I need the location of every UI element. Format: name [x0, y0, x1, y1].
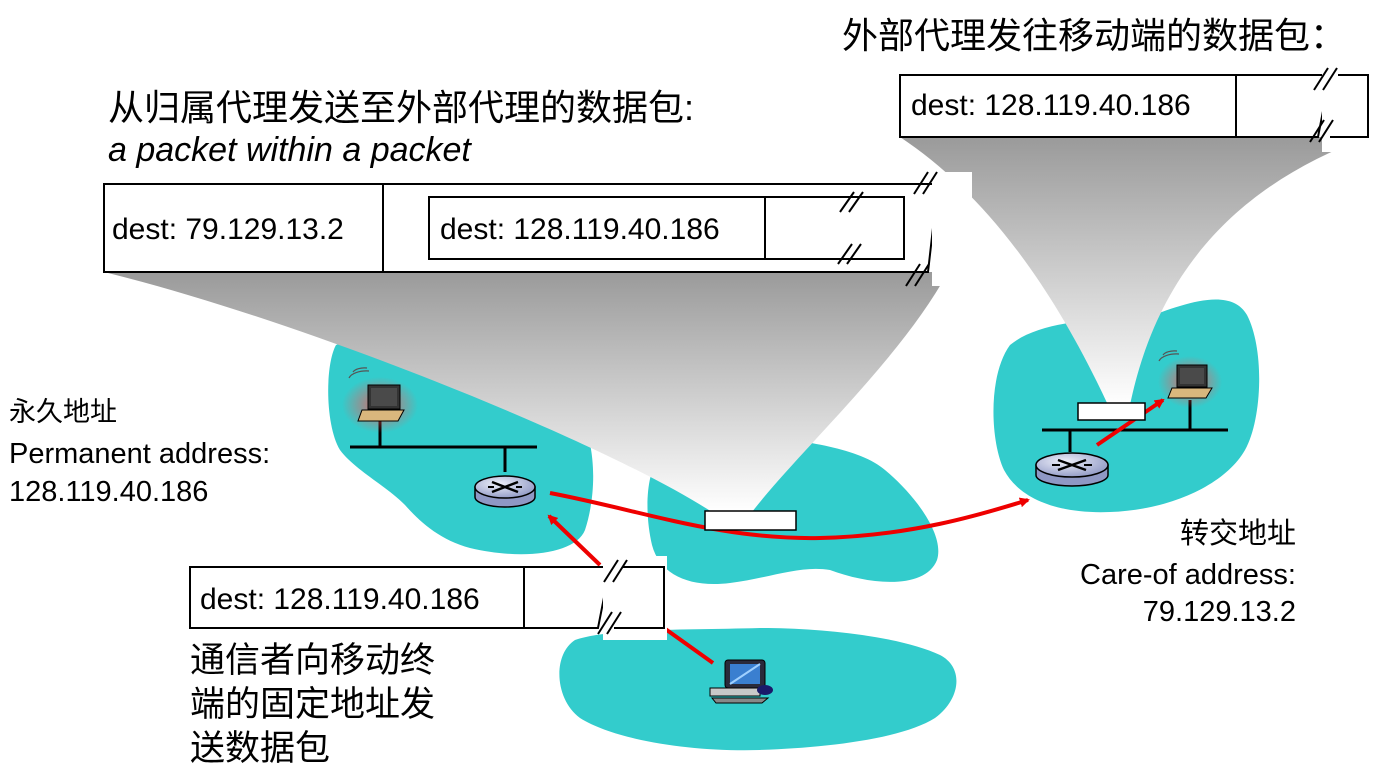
permanent-address-en-label: Permanent address:: [9, 438, 271, 470]
home-agent-packet-subtitle: a packet within a packet: [108, 131, 471, 169]
inner-dest-label: dest: 128.119.40.186: [440, 213, 720, 246]
correspondent-description-line-2: 端的固定地址发: [190, 685, 436, 724]
foreign-agent-packet-funnel: [900, 137, 1368, 405]
care-of-address-cn-label: 转交地址: [1179, 518, 1296, 550]
visited-packet-marker: [1077, 402, 1146, 421]
foreign-agent-packet-title: 外部代理发往移动端的数据包：: [842, 15, 1347, 56]
correspondent-computer-icon: [709, 659, 773, 704]
care-of-address-value: 79.129.13.2: [1142, 596, 1296, 628]
home-agent-packet-title: 从归属代理发送至外部代理的数据包:: [108, 87, 695, 128]
forwarded-dest-label: dest: 128.119.40.186: [911, 89, 1191, 122]
mobile-laptop-icon: [1158, 350, 1222, 408]
encapsulated-packet: [103, 171, 972, 287]
correspondent-link: [662, 626, 715, 665]
foreign-agent-to-mobile-arrow: [1095, 398, 1165, 447]
foreign-agent-router-icon: [1035, 452, 1109, 487]
correspondent-description-line-1: 通信者向移动终: [190, 641, 436, 680]
outer-dest-label: dest: 79.129.13.2: [112, 213, 344, 246]
home-agent-router-icon: [474, 475, 536, 508]
tunnel-packet-marker: [704, 510, 797, 531]
home-agent-packet-funnel: [104, 272, 948, 512]
permanent-address-cn-label: 永久地址: [9, 397, 117, 428]
correspondent-description-line-3: 送数据包: [190, 729, 331, 768]
correspondent-packet: [189, 556, 667, 640]
permanent-address-value: 128.119.40.186: [9, 476, 209, 508]
forwarded-packet: [899, 62, 1370, 152]
care-of-address-en-label: Care-of address:: [1080, 559, 1296, 591]
tunnel-arrow: [549, 491, 1030, 541]
correspondent-dest-label: dest: 128.119.40.186: [200, 583, 480, 616]
correspondent-to-home-arrow: [547, 514, 602, 567]
home-laptop-icon: [342, 367, 418, 433]
